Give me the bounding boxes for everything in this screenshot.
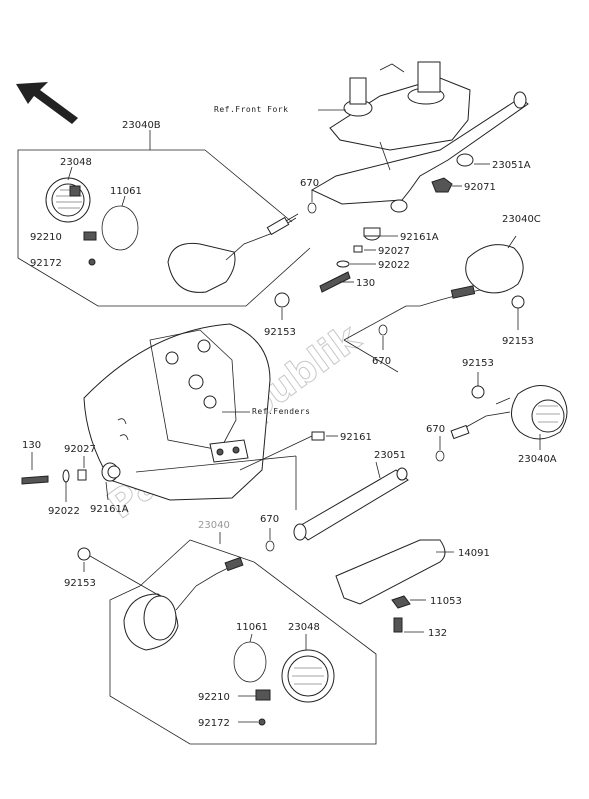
- label-92027-left: 92027: [64, 444, 96, 455]
- rubber-92161: [311, 431, 325, 441]
- label-92161A-upper: 92161A: [400, 232, 439, 243]
- washer-92022-upper: [336, 260, 350, 268]
- bolt-130-upper: [319, 271, 351, 293]
- label-23048-lower: 23048: [288, 622, 320, 633]
- label-92071: 92071: [464, 182, 496, 193]
- bracket-23051: [293, 467, 409, 541]
- turn-signal-23040A: [450, 385, 568, 440]
- bracket-23051A: [310, 91, 529, 213]
- label-670-c: 670: [426, 424, 445, 435]
- label-11053: 11053: [430, 596, 462, 607]
- gasket-11061-upper: [101, 205, 139, 251]
- ref-fenders: Ref.Fenders: [252, 407, 310, 416]
- ref-front-fork: Ref.Front Fork: [214, 105, 288, 114]
- label-92153-c: 92153: [462, 358, 494, 369]
- label-670-d: 670: [260, 514, 279, 525]
- label-92172-lower: 92172: [198, 718, 230, 729]
- washer-670-a: [307, 202, 317, 214]
- grommet-92153-a: [274, 292, 290, 308]
- bolt-132: [393, 617, 403, 633]
- label-670-a: 670: [300, 178, 319, 189]
- label-92210-upper: 92210: [30, 232, 62, 243]
- label-92153-b: 92153: [502, 336, 534, 347]
- bolt-130-left: [21, 475, 49, 485]
- assembly-23040B-frame: [17, 149, 311, 307]
- grommet-92153-d: [77, 547, 91, 561]
- label-132: 132: [428, 628, 447, 639]
- cover-14091: [335, 539, 446, 605]
- clip-11053: [391, 595, 411, 609]
- turn-signal-23040B: [167, 213, 299, 293]
- label-23040: 23040: [198, 520, 230, 531]
- bolt-92071: [431, 177, 453, 193]
- label-92022-left: 92022: [48, 506, 80, 517]
- label-23040A: 23040A: [518, 454, 557, 465]
- washer-670-c: [435, 450, 445, 462]
- label-23051A: 23051A: [492, 160, 531, 171]
- washer-670-d: [265, 540, 275, 552]
- turn-signal-23040C: [406, 235, 524, 307]
- label-23040C: 23040C: [502, 214, 541, 225]
- assembly-23040-frame: [109, 539, 377, 745]
- front-fender-cowl: [83, 323, 271, 501]
- washer-92022-left: [62, 469, 70, 483]
- label-11061-lower: 11061: [236, 622, 268, 633]
- screw-92172-lower: [258, 718, 266, 726]
- label-92210-lower: 92210: [198, 692, 230, 703]
- label-23040B: 23040B: [122, 120, 161, 131]
- label-92022-upper: 92022: [378, 260, 410, 271]
- washer-670-b: [378, 324, 388, 336]
- front-fork-bracket: [329, 61, 471, 151]
- clip-92210-lower: [255, 689, 271, 701]
- label-14091: 14091: [458, 548, 490, 559]
- rubber-92161A-upper: [363, 227, 381, 241]
- turn-signal-23040: [123, 556, 244, 651]
- label-92161: 92161: [340, 432, 372, 443]
- rubber-92161A-left: [101, 462, 121, 482]
- lens-23048-lower: [281, 649, 335, 703]
- label-92153-a: 92153: [264, 327, 296, 338]
- label-92172-upper: 92172: [30, 258, 62, 269]
- front-direction-arrow-icon: [16, 82, 78, 124]
- label-92027-upper: 92027: [378, 246, 410, 257]
- label-130-left: 130: [22, 440, 41, 451]
- gasket-11061-lower: [233, 641, 267, 683]
- collar-92027-left: [77, 469, 87, 481]
- label-11061-upper: 11061: [110, 186, 142, 197]
- lens-23048-upper: [45, 177, 91, 223]
- label-670-b: 670: [372, 356, 391, 367]
- screw-92172-upper: [88, 258, 96, 266]
- clip-92210-upper: [83, 231, 97, 241]
- label-130-upper: 130: [356, 278, 375, 289]
- collar-92027-upper: [353, 245, 363, 253]
- grommet-92153-b: [511, 295, 525, 309]
- grommet-92153-c: [471, 385, 485, 399]
- label-23051: 23051: [374, 450, 406, 461]
- label-23048-upper: 23048: [60, 157, 92, 168]
- label-92153-d: 92153: [64, 578, 96, 589]
- label-92161A-left: 92161A: [90, 504, 129, 515]
